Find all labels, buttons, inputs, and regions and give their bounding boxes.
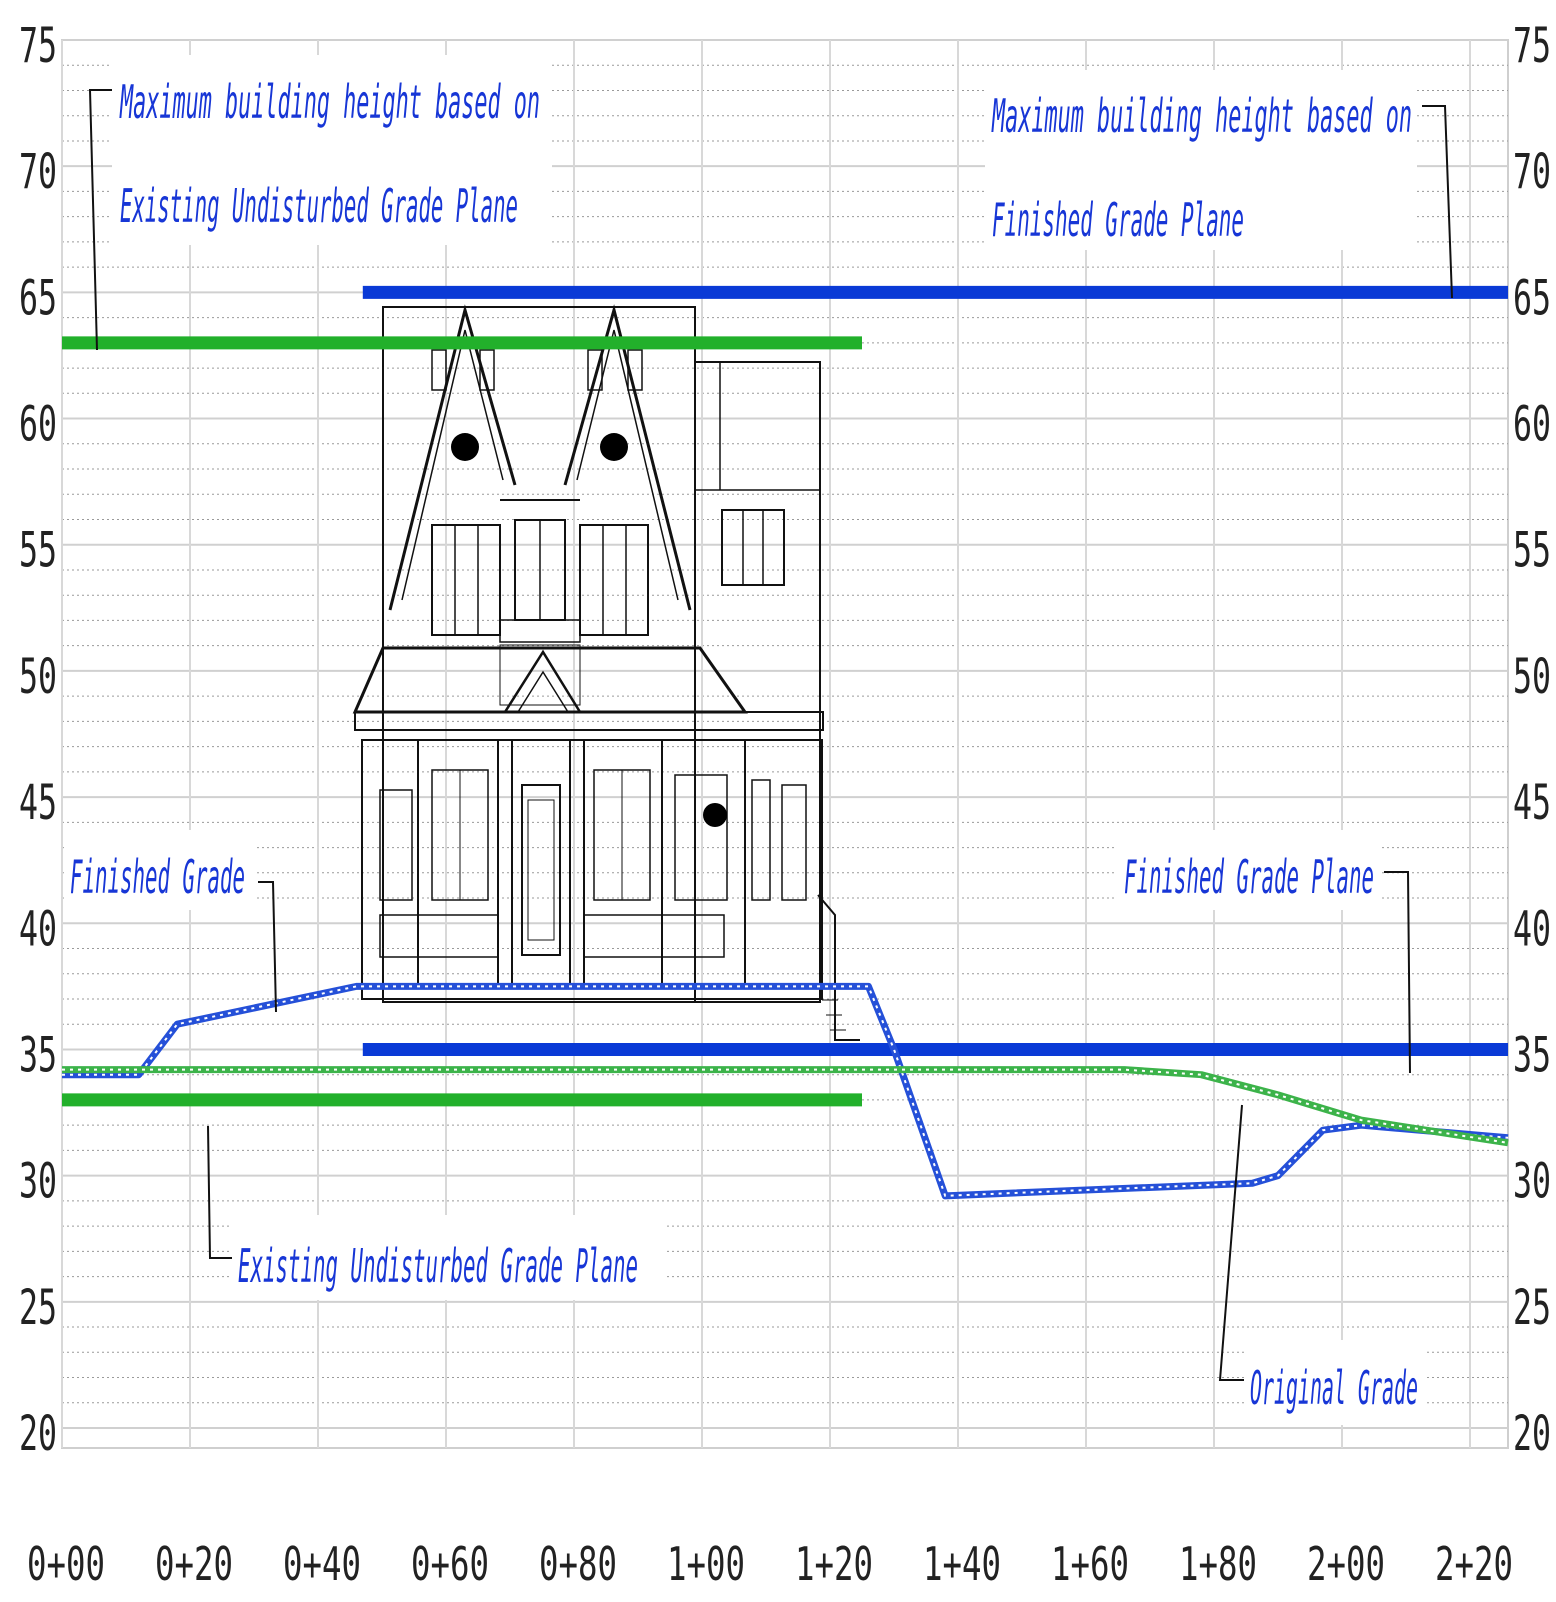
leader-max-height-existing (88, 89, 113, 351)
callout-max-height-finished-line2: Finished Grade Plane (992, 193, 1244, 247)
callout-finished-grade: Finished Grade (70, 850, 245, 904)
y-tick-label-left: 30 (19, 1154, 57, 1210)
leader-existing-undisturbed (207, 1125, 236, 1259)
callout-max-height-existing-line1: Maximum building height based on (119, 75, 540, 129)
x-axis: 0+00 0+20 0+40 0+60 0+80 1+00 1+20 1+40 1+60 1+80… (27, 1537, 1513, 1591)
x-tick-label: 2+00 (1307, 1537, 1385, 1591)
callout-max-height-existing-line2: Existing Undisturbed Grade Plane (120, 179, 518, 233)
x-tick-label: 0+60 (411, 1537, 489, 1591)
y-tick-label-right: 50 (1513, 649, 1551, 705)
y-tick-label-right: 35 (1513, 1027, 1551, 1083)
grade-lines (62, 982, 1509, 1200)
y-axis-right: 75 70 65 60 55 50 45 40 35 30 25 20 (1513, 18, 1551, 1462)
callout-existing-undisturbed: Existing Undisturbed Grade Plane (238, 1239, 638, 1293)
y-tick-label-left: 25 (19, 1280, 57, 1336)
y-tick-label-left: 40 (19, 901, 57, 957)
y-tick-label-right: 75 (1513, 18, 1551, 74)
x-tick-label: 1+20 (795, 1537, 873, 1591)
callout-original-grade: Original Grade (1250, 1361, 1418, 1415)
y-tick-label-left: 45 (19, 775, 57, 831)
y-tick-label-left: 55 (19, 523, 57, 579)
grade-series-hatch (62, 985, 1509, 1197)
grade-series-line (62, 982, 1509, 1200)
y-tick-label-right: 65 (1513, 270, 1551, 326)
x-tick-label: 0+80 (539, 1537, 617, 1591)
y-tick-label-left: 35 (19, 1027, 57, 1083)
x-tick-label: 2+20 (1435, 1537, 1513, 1591)
y-tick-label-left: 75 (19, 18, 57, 74)
house-elevation-drawing (352, 304, 860, 1041)
x-tick-label: 0+20 (155, 1537, 233, 1591)
y-tick-label-right: 25 (1513, 1280, 1551, 1336)
y-tick-label-left: 50 (19, 649, 57, 705)
y-tick-label-right: 55 (1513, 523, 1551, 579)
callout-max-height-finished-line1: Maximum building height based on (991, 89, 1412, 143)
y-axis-left: 75 70 65 60 55 50 45 40 35 30 25 20 (19, 18, 57, 1462)
x-tick-label: 0+00 (27, 1537, 105, 1591)
callout-leaders (88, 89, 1453, 1381)
x-tick-label: 1+00 (667, 1537, 745, 1591)
y-tick-label-right: 70 (1513, 144, 1551, 200)
x-tick-label: 0+40 (283, 1537, 361, 1591)
grade-planes (62, 285, 1508, 1107)
y-tick-label-right: 20 (1513, 1406, 1551, 1462)
leader-max-height-finished (1422, 105, 1453, 299)
grade-series-line (62, 1066, 1509, 1147)
callout-finished-grade-plane: Finished Grade Plane (1124, 850, 1374, 904)
y-tick-label-right: 45 (1513, 775, 1551, 831)
x-tick-label: 1+80 (1179, 1537, 1257, 1591)
y-tick-label-right: 40 (1513, 901, 1551, 957)
x-tick-label: 1+40 (923, 1537, 1001, 1591)
y-tick-label-right: 30 (1513, 1154, 1551, 1210)
leader-finished-grade (258, 881, 277, 1013)
leader-original-grade (1218, 1104, 1250, 1381)
x-tick-label: 1+60 (1051, 1537, 1129, 1591)
y-tick-label-left: 60 (19, 397, 57, 453)
y-tick-label-left: 70 (19, 144, 57, 200)
y-tick-label-left: 65 (19, 270, 57, 326)
y-tick-label-left: 20 (19, 1406, 57, 1462)
leader-finished-grade-plane (1384, 871, 1411, 1074)
y-tick-label-right: 60 (1513, 397, 1551, 453)
